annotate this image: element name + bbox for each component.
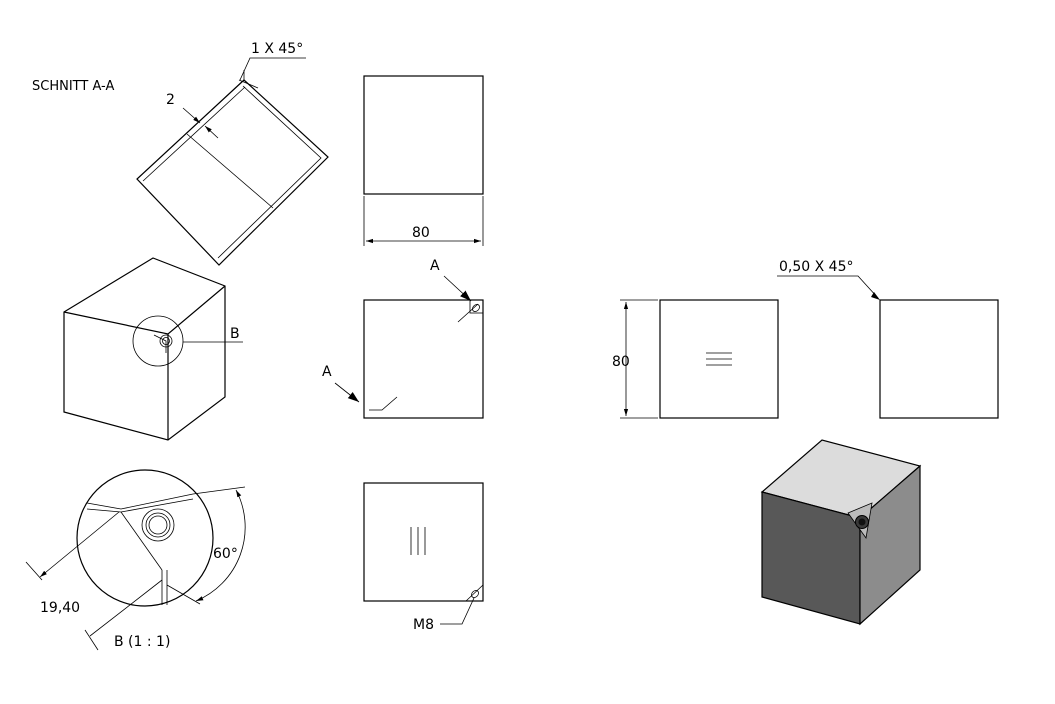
section-view-a-a: SCHNITT A-A 1 X 45° 2	[32, 41, 329, 266]
angle-ext-bottom	[166, 584, 201, 605]
iso-chamfer	[153, 334, 167, 353]
section-arrow-top	[443, 275, 472, 302]
detail-scale-label: B (1 : 1)	[114, 634, 170, 650]
bottom-view-square	[363, 482, 484, 602]
front-view-square	[363, 299, 484, 419]
angle-label: 60°	[213, 546, 238, 562]
iso-cube-outline: B	[63, 257, 243, 441]
section-arrow-left	[334, 382, 360, 403]
detail-view-b: 19,40 60° B (1 : 1)	[25, 469, 246, 651]
height-label: 80	[612, 354, 630, 370]
chamfer-leader	[239, 57, 306, 81]
chamfer-mark	[238, 79, 259, 89]
side-view-square	[659, 299, 779, 419]
section-edge	[136, 79, 245, 180]
chamfer-label-1: 1 X 45°	[251, 41, 303, 57]
section-title: SCHNITT A-A	[32, 79, 114, 94]
section-divider	[186, 133, 274, 209]
shaded-right-face	[859, 464, 921, 626]
dim-1940-ext-2	[84, 629, 99, 651]
width-label: 80	[412, 225, 430, 241]
front-view: A A	[322, 258, 484, 419]
iso-cube-silhouette	[63, 257, 226, 441]
chamfer-leader-2	[777, 275, 879, 299]
corner-chamfer-box	[469, 299, 484, 314]
bottom-view: M8	[363, 482, 484, 633]
detail-b-label: B	[230, 326, 240, 342]
angle-arc	[195, 489, 246, 602]
detail-hole-inner	[148, 515, 168, 535]
wall-thickness-label: 2	[166, 92, 175, 108]
section-a-top-label: A	[430, 258, 440, 274]
right-view-square	[879, 299, 999, 419]
detail-hole-mid	[145, 512, 171, 538]
section-line-bottom	[369, 396, 398, 411]
front-hole	[472, 304, 480, 312]
side-view: 80	[612, 299, 779, 419]
detail-outer-circle	[76, 469, 214, 607]
detail-top-edge	[86, 493, 194, 510]
chamfer-label-2: 0,50 X 45°	[779, 259, 853, 275]
detail-hole-outer	[141, 508, 175, 542]
bottom-corner-chamfer	[465, 584, 484, 602]
thread-label: M8	[413, 617, 434, 633]
section-inner-wall	[217, 85, 322, 259]
dim-1940-line-2	[89, 579, 163, 637]
top-view-square	[363, 75, 484, 195]
section-a-left-label: A	[322, 364, 332, 380]
wall-dim-arrow-1	[182, 107, 201, 124]
thread-leader	[440, 597, 475, 625]
dim-1940-label: 19,40	[40, 600, 80, 616]
dim-1940-line	[39, 511, 120, 578]
shaded-iso-cube	[760, 439, 922, 626]
chamfer-leader-2-arrow	[871, 292, 880, 300]
wall-dim-arrow-2	[204, 125, 219, 139]
right-view: 0,50 X 45°	[777, 259, 999, 419]
dim-1940-ext	[25, 561, 43, 581]
shaded-hole-inner	[858, 518, 866, 526]
bottom-hole	[471, 590, 479, 598]
top-view: 80	[363, 75, 484, 246]
detail-circle-b	[132, 315, 184, 367]
iso-cube-top-edges	[63, 285, 226, 335]
section-line-top	[457, 303, 479, 323]
detail-chamfer-edge	[120, 511, 163, 571]
section-edge-inner	[142, 86, 246, 182]
